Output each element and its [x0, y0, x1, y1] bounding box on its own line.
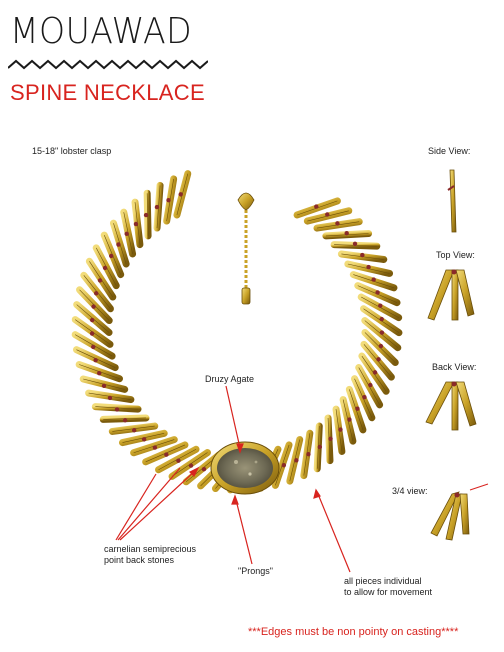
edges-note: ***Edges must be non pointy on casting**… [248, 626, 459, 638]
carnelian-stone [93, 358, 98, 363]
carnelian-stone [109, 253, 114, 259]
carnelian-stone [306, 451, 311, 457]
carnelian-stone [344, 230, 349, 236]
carnelian-stone [91, 344, 96, 350]
carnelian-stone [379, 316, 384, 322]
carnelian-stone [352, 241, 358, 246]
carnelian-stone [281, 463, 287, 468]
carnelian-stone [366, 264, 371, 270]
carnelian-stone [355, 406, 360, 411]
carnelian-stone [201, 466, 207, 472]
carnelian-stone [371, 277, 376, 282]
carnelian-stone [90, 317, 95, 323]
brand-logo: MOUAWAD [10, 11, 193, 52]
back-view-drawing [425, 381, 477, 431]
carnelian-stone [143, 212, 149, 218]
carnelian-stone [294, 458, 299, 463]
necklace-bars [71, 170, 403, 494]
prongs-label: "Prongs" [238, 566, 273, 576]
carnelian-stone [141, 437, 147, 442]
carnelian-stone [372, 370, 378, 375]
carnelian-stone [124, 231, 129, 237]
carnelian-stone [116, 242, 121, 247]
carnelian-stone [375, 290, 380, 295]
carnelian-stone [89, 331, 95, 336]
carnelian-stone [154, 204, 160, 210]
carnelian-stone [378, 303, 383, 308]
carnelian-stone [164, 452, 169, 457]
carnelian-stone [133, 221, 139, 227]
carnelian-stone [378, 343, 384, 349]
carnelian-stone [101, 383, 107, 389]
three-quarter-view-label: 3/4 view: [392, 486, 428, 496]
carnelian-stone [317, 444, 323, 450]
carnelian-stone [360, 252, 365, 258]
carnelian-stone [379, 330, 385, 335]
clasp-label: 15-18" lobster clasp [32, 146, 112, 156]
back-view-label: Back View: [432, 362, 477, 372]
page-title: SPINE NECKLACE [10, 80, 205, 105]
carnelian-stone [131, 428, 137, 433]
carnelian-stone [93, 291, 99, 296]
druzy-label: Druzy Agate [205, 374, 255, 384]
carnelian-stone [166, 197, 171, 203]
movement-label: all pieces individual to allow for movem… [344, 576, 433, 598]
clasp-chain [237, 192, 255, 305]
carnelian-stone [178, 192, 183, 197]
side-view-drawing [447, 169, 457, 233]
carnelian-stone [325, 212, 330, 217]
carnelian-stone [338, 427, 343, 432]
carnelian-stone [188, 463, 194, 468]
top-view-drawing [427, 269, 475, 321]
carnelian-stone [102, 265, 108, 271]
carnelian-stone [107, 395, 113, 401]
druzy-pendant [210, 441, 280, 495]
three-quarter-view-drawing [430, 483, 489, 541]
carnelian-stone [97, 371, 102, 376]
carnelian-stone [176, 458, 181, 463]
carnelian-stone [152, 445, 158, 450]
annotation-arrows [115, 385, 351, 573]
carnelian-stone [314, 204, 319, 209]
top-view-label: Top View: [436, 250, 475, 260]
carnelian-stone [114, 407, 120, 412]
carnelian-stone [335, 221, 340, 226]
carnelian-stone [328, 436, 333, 441]
carnelian-stone [368, 382, 373, 388]
carnelian-stone [362, 394, 367, 400]
side-view-label: Side View: [428, 146, 471, 156]
carnelian-stone [347, 417, 352, 422]
zigzag-divider [8, 59, 208, 70]
carnelian-stone [376, 357, 381, 362]
carnelian-stone [122, 418, 128, 423]
carnelian-label: carnelian semiprecious point back stones [104, 544, 197, 566]
carnelian-stone [91, 304, 96, 309]
carnelian-stone [97, 278, 103, 283]
